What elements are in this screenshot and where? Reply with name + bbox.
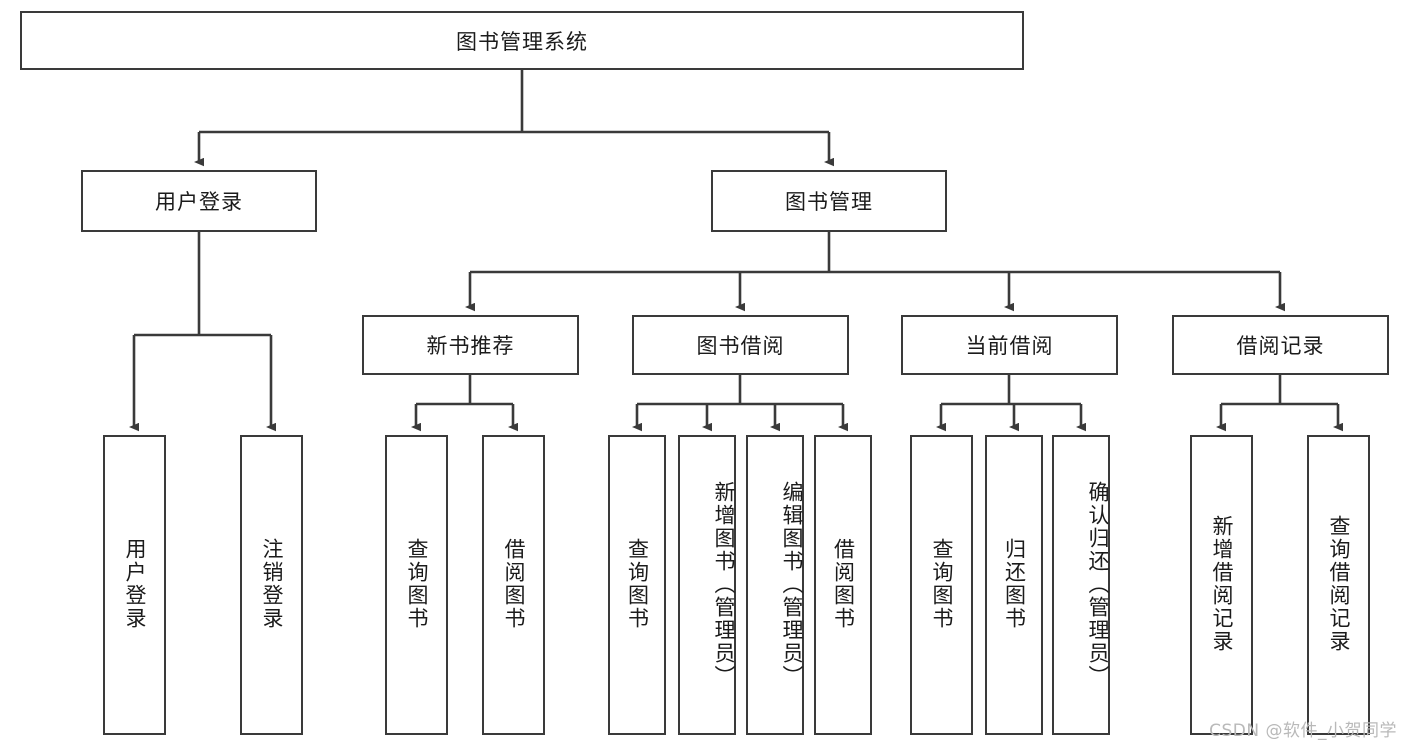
node-label: 新增借阅记录 — [1210, 515, 1234, 653]
node-leaf-logout[interactable]: 注销登录 — [240, 435, 303, 735]
node-root-system[interactable]: 图书管理系统 — [20, 11, 1024, 70]
node-label: 查询图书 — [625, 538, 650, 630]
node-leaf-borrow-book[interactable]: 借阅图书 — [814, 435, 872, 735]
node-label: 借阅图书 — [502, 538, 526, 630]
node-leaf-user-login[interactable]: 用户登录 — [103, 435, 166, 735]
node-label: 查询借阅记录 — [1327, 515, 1351, 653]
node-label: 用户登录 — [155, 190, 243, 214]
node-label: 确认归还（管理员） — [1086, 480, 1110, 688]
node-label: 当前借阅 — [965, 334, 1054, 358]
node-label: 查询图书 — [405, 538, 429, 630]
node-leaf-confirm-return[interactable]: 确认归还（管理员） — [1052, 435, 1110, 735]
node-current-borrow[interactable]: 当前借阅 — [901, 315, 1118, 375]
node-borrow-record[interactable]: 借阅记录 — [1172, 315, 1389, 375]
node-leaf-return-book[interactable]: 归还图书 — [985, 435, 1043, 735]
node-user-login[interactable]: 用户登录 — [81, 170, 317, 232]
node-label: 图书借阅 — [696, 334, 785, 358]
node-leaf-query-borrow-record[interactable]: 查询借阅记录 — [1307, 435, 1370, 735]
node-leaf-query-book-current[interactable]: 查询图书 — [910, 435, 973, 735]
node-label: 新增图书（管理员） — [712, 480, 736, 688]
node-leaf-borrow-book-recommend[interactable]: 借阅图书 — [482, 435, 545, 735]
node-label: 借阅记录 — [1236, 334, 1325, 358]
node-label: 注销登录 — [260, 538, 284, 630]
node-label: 图书管理 — [785, 190, 873, 214]
node-label: 用户登录 — [123, 538, 147, 630]
node-label: 归还图书 — [1002, 538, 1027, 630]
node-label: 新书推荐 — [426, 334, 515, 358]
node-book-borrow[interactable]: 图书借阅 — [632, 315, 849, 375]
node-leaf-query-book-recommend[interactable]: 查询图书 — [385, 435, 448, 735]
node-leaf-add-borrow-record[interactable]: 新增借阅记录 — [1190, 435, 1253, 735]
node-label: 编辑图书（管理员） — [780, 480, 804, 688]
node-leaf-query-book-borrow[interactable]: 查询图书 — [608, 435, 666, 735]
node-new-book-recommend[interactable]: 新书推荐 — [362, 315, 579, 375]
node-label: 图书管理系统 — [456, 29, 588, 54]
node-leaf-add-book[interactable]: 新增图书（管理员） — [678, 435, 736, 735]
node-leaf-edit-book[interactable]: 编辑图书（管理员） — [746, 435, 804, 735]
node-label: 查询图书 — [930, 538, 954, 630]
node-label: 借阅图书 — [831, 538, 856, 630]
node-book-management[interactable]: 图书管理 — [711, 170, 947, 232]
